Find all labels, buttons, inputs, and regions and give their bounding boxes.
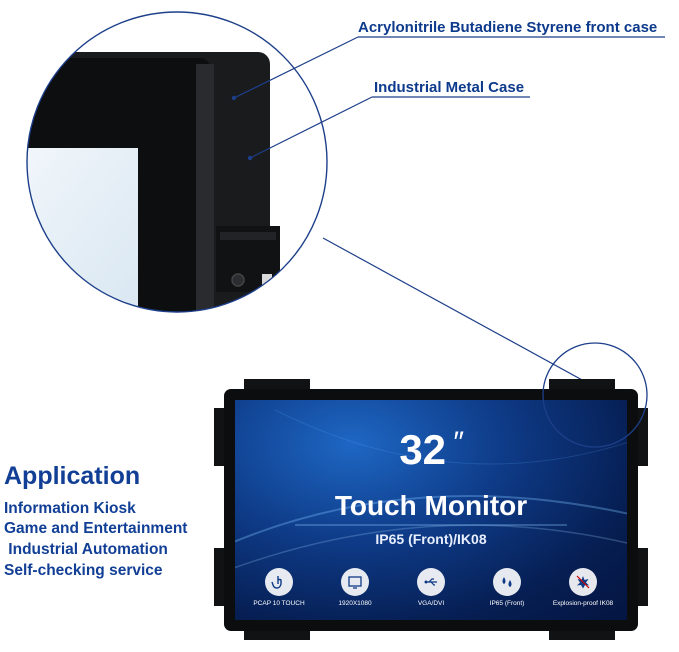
application-item: Game and Entertainment [4,520,188,537]
highlight-circle [542,342,648,448]
touch-hand-icon [265,568,293,596]
mount-bracket-bottom-left [244,629,310,640]
screen-title: Touch Monitor [334,490,528,521]
usb-icon [417,568,445,596]
metal-case-label: Industrial Metal Case [374,79,525,96]
title-underline [295,524,567,526]
mount-bracket-bottom-right [549,629,615,640]
monitor-screen: 32″ Touch Monitor IP65 (Front)/IK08 PCAP… [235,400,627,620]
mount-bracket-left-upper [214,408,226,466]
zoom-connector-line [322,237,616,399]
water-drops-icon [493,568,521,596]
application-item: Self-checking service [4,562,163,579]
front-case-label: Acrylonitrile Butadiene Styrene front ca… [358,19,658,36]
screen-subtitle: IP65 (Front)/IK08 [375,531,487,547]
application-item: Information Kiosk [4,500,136,517]
screen-size-text: 32″ [399,426,463,473]
mount-bracket-top-right [549,379,615,391]
mount-bracket-top-left [244,379,310,391]
feature-ip65: IP65 (Front) [471,568,543,607]
feature-explosion-proof: Explosion-proof IK08 [547,568,619,607]
feature-pcap-touch: PCAP 10 TOUCH [243,568,315,607]
zoom-circle-outline [26,11,328,313]
explosion-proof-icon [569,568,597,596]
ppi-icon [341,568,369,596]
leader-line-front-case [233,36,359,99]
mount-bracket-left-lower [214,548,226,606]
leader-line-metal-case [249,96,373,159]
application-item: Industrial Automation [4,541,168,558]
mount-bracket-right-lower [636,548,648,606]
feature-resolution: 1920X1080 [319,568,391,607]
mount-hole [231,273,245,287]
feature-vga-dvi: VGA/DVI [395,568,467,607]
screen-light-streaks [235,409,627,569]
application-title: Application [4,462,141,490]
